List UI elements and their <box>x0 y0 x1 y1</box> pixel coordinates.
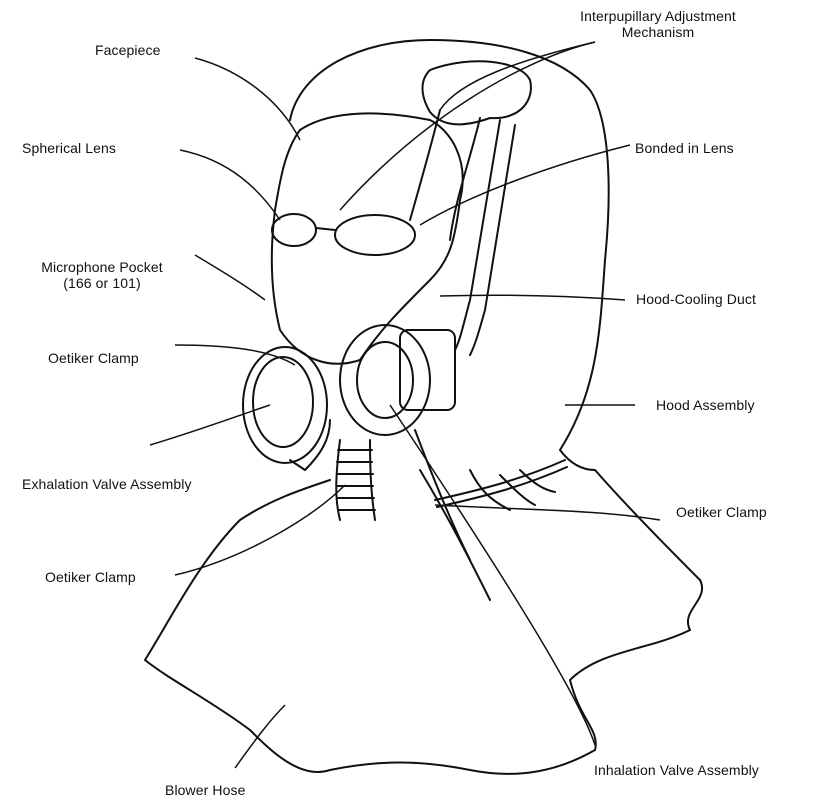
mechanism-channel <box>410 110 480 240</box>
leader-interpupillary-2 <box>340 42 595 210</box>
label-facepiece: Facepiece <box>95 42 161 58</box>
label-oetiker-clamp-lower-left: Oetiker Clamp <box>45 569 136 585</box>
facepiece-outline <box>272 113 463 363</box>
leader-oetiker-lower <box>175 485 345 575</box>
label-microphone-line1: Microphone Pocket <box>12 259 192 275</box>
label-bonded-in-lens: Bonded in Lens <box>635 140 734 156</box>
leader-facepiece <box>195 58 300 140</box>
label-inhalation-valve-assembly: Inhalation Valve Assembly <box>594 762 759 778</box>
label-microphone-line2: (166 or 101) <box>12 275 192 291</box>
leader-microphone <box>195 255 265 300</box>
label-spherical-lens: Spherical Lens <box>22 140 116 156</box>
exhalation-valve <box>243 347 327 463</box>
leader-hood-duct <box>440 295 625 300</box>
label-interpupillary-adjustment: Interpupillary Adjustment Mechanism <box>548 8 768 40</box>
leader-spherical-lens <box>180 150 280 220</box>
label-blower-hose: Blower Hose <box>165 782 245 798</box>
label-oetiker-clamp-upper-left: Oetiker Clamp <box>48 350 139 366</box>
label-microphone-pocket: Microphone Pocket (166 or 101) <box>12 259 192 291</box>
leader-interpupillary <box>440 42 595 110</box>
lens-bridge <box>316 228 335 230</box>
label-interpupillary-line1: Interpupillary Adjustment <box>548 8 768 24</box>
label-oetiker-clamp-right: Oetiker Clamp <box>676 504 767 520</box>
label-interpupillary-line2: Mechanism <box>548 24 768 40</box>
leader-bonded-lens <box>420 145 630 225</box>
oetiker-clamp-neck <box>435 460 567 507</box>
leader-oetiker-right <box>435 505 660 520</box>
label-exhalation-valve-assembly: Exhalation Valve Assembly <box>22 476 192 492</box>
leader-blower <box>235 705 285 768</box>
label-hood-assembly: Hood Assembly <box>656 397 755 413</box>
blower-hose <box>336 440 375 520</box>
label-hood-cooling-duct: Hood-Cooling Duct <box>636 291 756 307</box>
right-lens <box>335 215 415 255</box>
hood-cooling-duct <box>455 120 515 355</box>
